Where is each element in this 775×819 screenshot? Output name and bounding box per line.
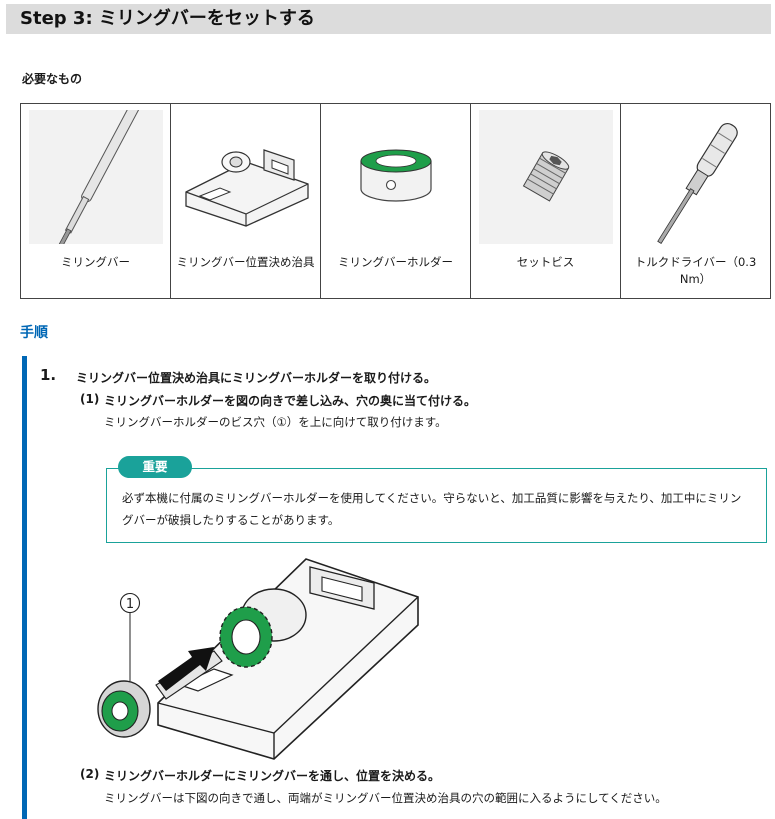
item-label: セットビス — [516, 255, 575, 269]
set-screw-icon — [478, 110, 613, 244]
important-box — [106, 468, 767, 543]
step-number: 1. — [40, 366, 57, 384]
item-label: トルクドライバー（0.3 Nm） — [634, 255, 757, 286]
important-badge: 重要 — [118, 456, 192, 478]
substep-instruction: ミリングバーホルダーを図の向きで差し込み、穴の奥に当て付ける。 — [104, 394, 477, 408]
torque-driver-icon — [656, 122, 738, 244]
substep-instruction: ミリングバーホルダーにミリングバーを通し、位置を決める。 — [104, 769, 441, 783]
positioning-jig-icon — [184, 149, 309, 227]
requirements-table: ミリングバー ミリングバー位置決め治具 — [20, 103, 771, 299]
item-milling-bar: ミリングバー — [20, 103, 171, 299]
substep-description: ミリングバーは下図の向きで通し、両端がミリングバー位置決め治具の穴の範囲に入るよ… — [104, 791, 667, 805]
bar-holder-icon — [359, 149, 432, 202]
holder-insertion-diagram: 1 — [97, 558, 419, 760]
item-set-screw: セットビス — [470, 103, 621, 299]
substep-number: (2) — [80, 767, 100, 781]
procedure-bar — [22, 356, 27, 819]
item-label: ミリングバー — [61, 255, 130, 269]
item-torque-driver: トルクドライバー（0.3 Nm） — [620, 103, 771, 299]
item-label: ミリングバーホルダー — [338, 255, 453, 269]
item-label: ミリングバー位置決め治具 — [176, 255, 315, 269]
item-bar-holder: ミリングバーホルダー — [320, 103, 471, 299]
step-instruction: ミリングバー位置決め治具にミリングバーホルダーを取り付ける。 — [76, 371, 437, 385]
substep-number: (1) — [80, 392, 100, 406]
item-positioning-jig: ミリングバー位置決め治具 — [170, 103, 321, 299]
important-text: 必ず本機に付属のミリングバーホルダーを使用してください。守らないと、加工品質に影… — [122, 491, 742, 527]
procedure-title: 手順 — [20, 325, 48, 341]
step-header: Step 3: ミリングバーをセットする — [6, 4, 771, 34]
requirements-title: 必要なもの — [22, 72, 83, 86]
substep-description: ミリングバーホルダーのビス穴（①）を上に向けて取り付けます。 — [104, 415, 447, 429]
milling-bar-icon — [28, 110, 163, 244]
callout-number: 1 — [126, 597, 134, 612]
